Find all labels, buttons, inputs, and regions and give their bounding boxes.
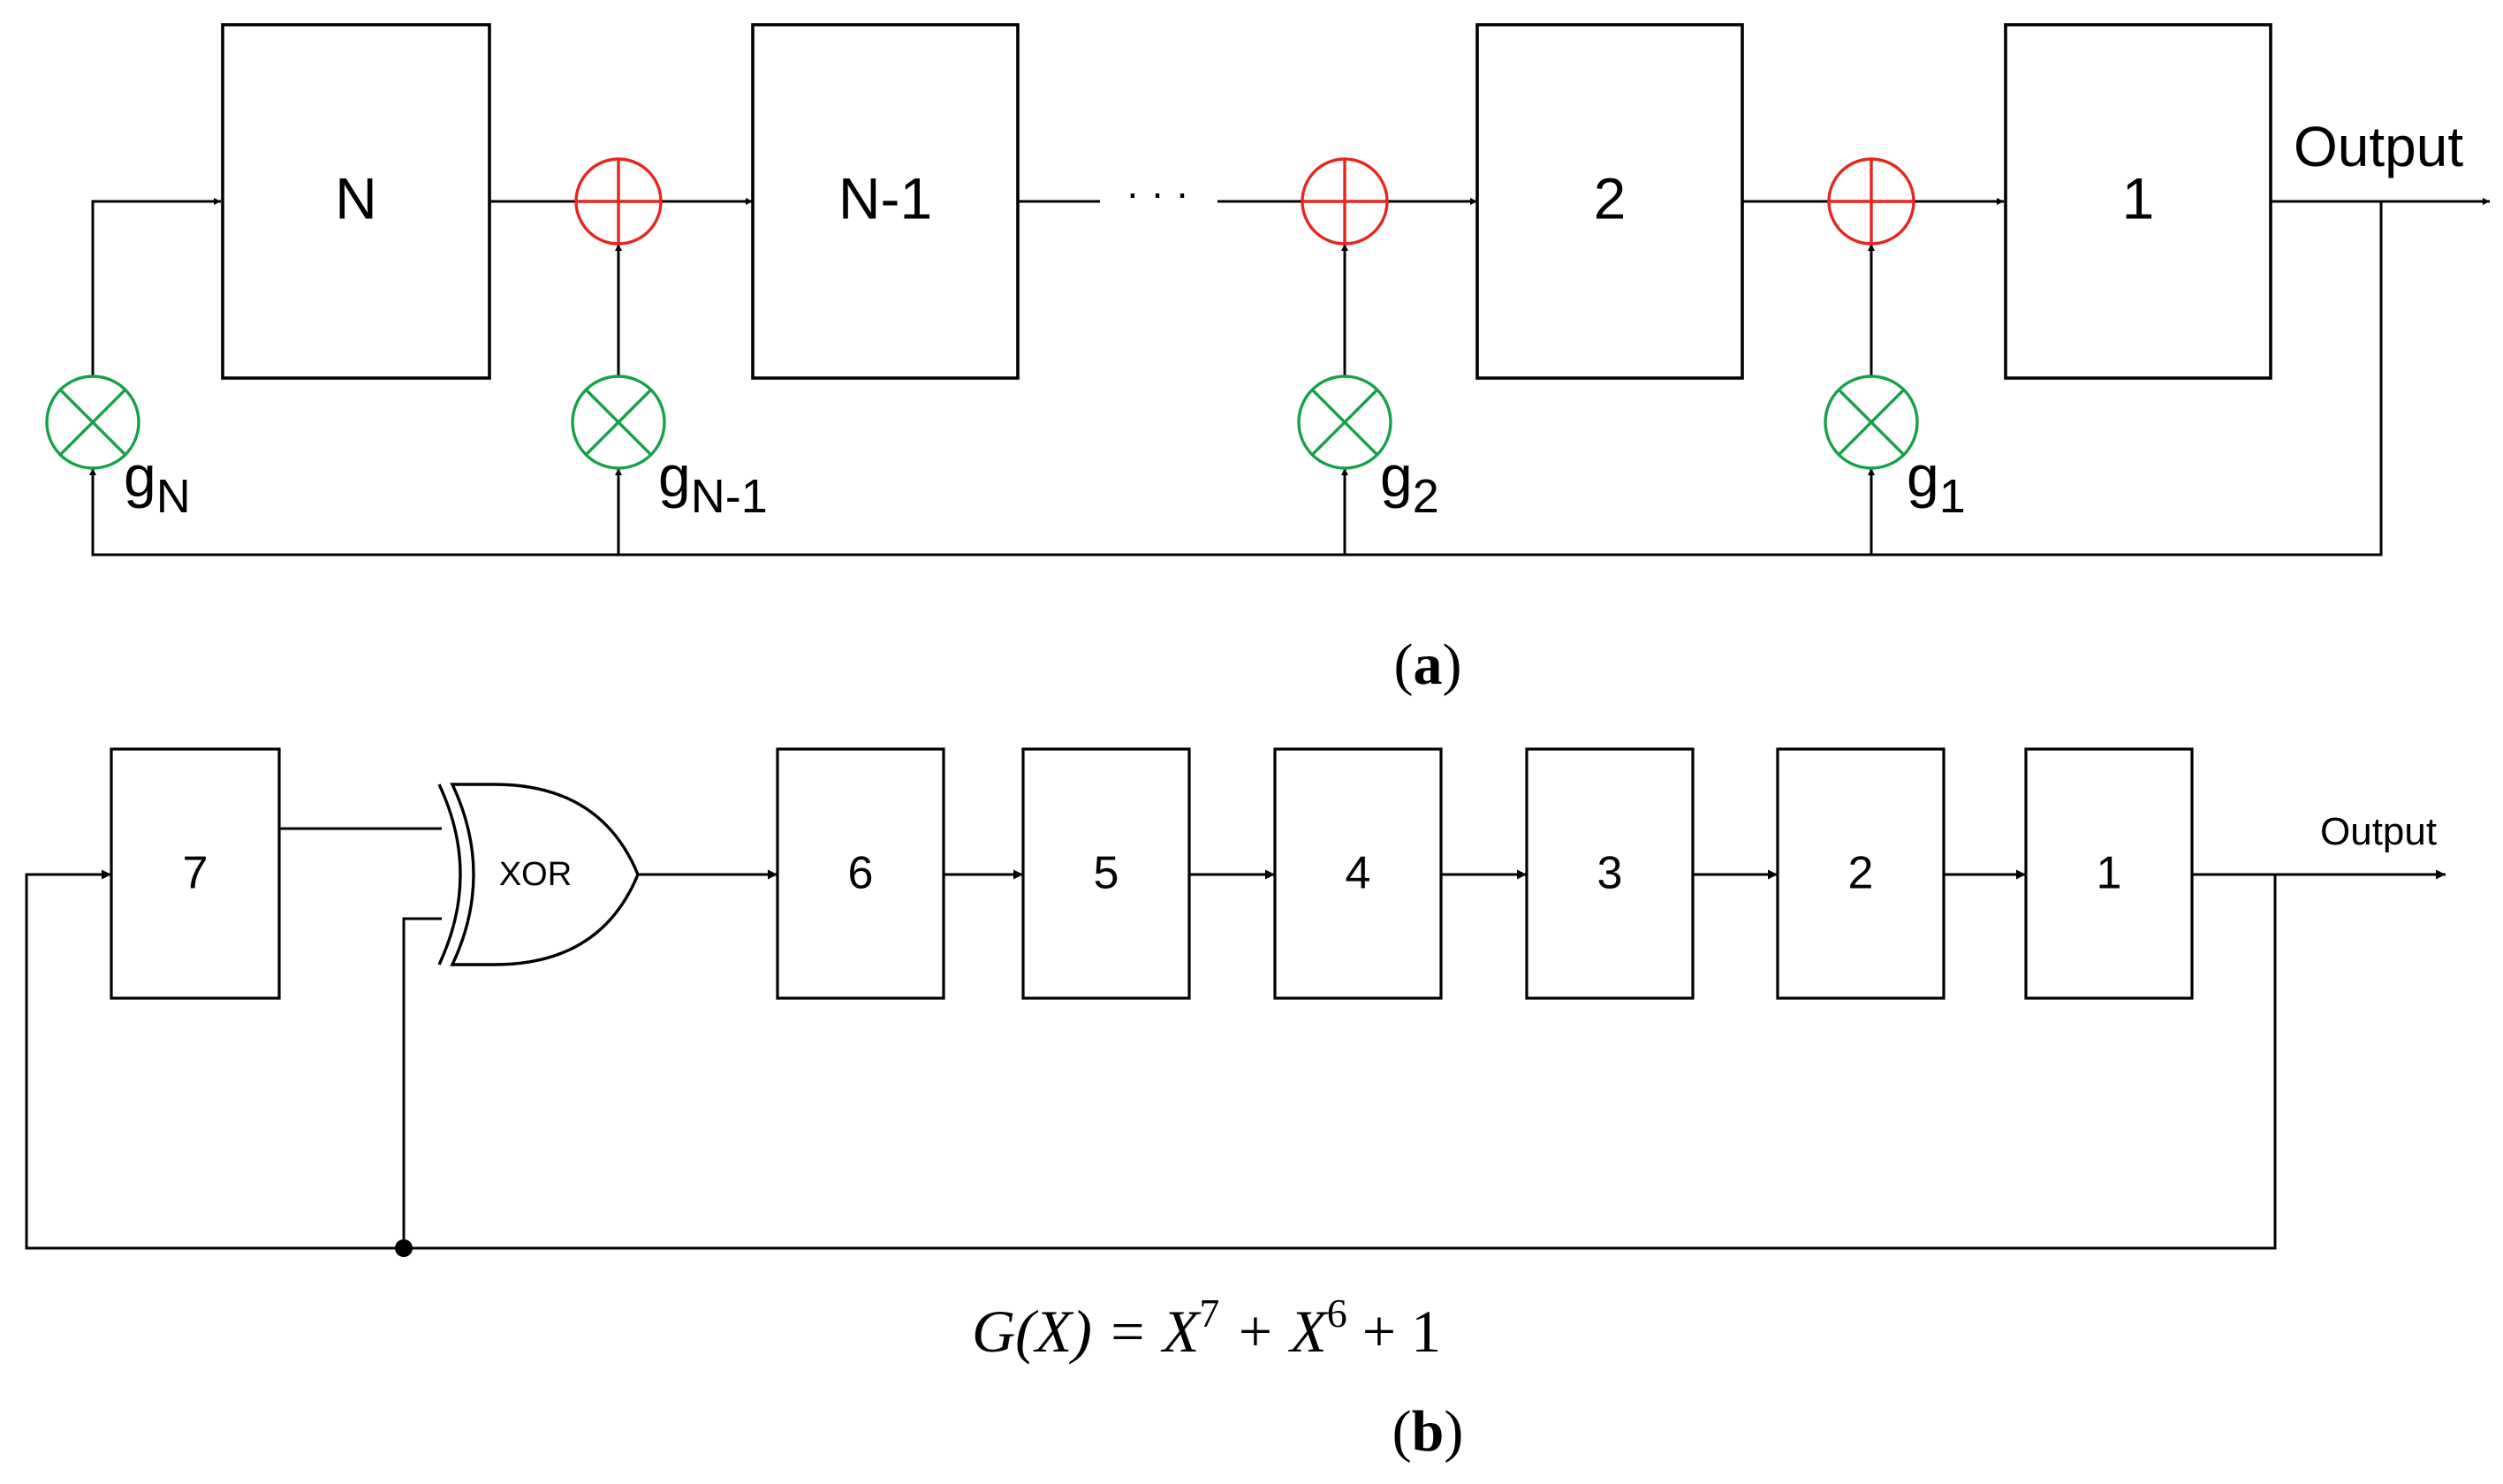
register-label-2: 2 (1848, 848, 1874, 899)
stage-label-n-1: N-1 (838, 165, 932, 231)
panel-a-wires (89, 198, 2490, 556)
coefficient-label-gn-1: gN-1 (658, 443, 768, 523)
register-label-7: 7 (183, 848, 209, 899)
register-label-5: 5 (1094, 848, 1119, 899)
stage-label-n: N (335, 165, 377, 231)
stage-label-1: 1 (2122, 165, 2155, 231)
stage-box-n: N (221, 23, 491, 380)
register-7: 7 (110, 747, 281, 1000)
ellipsis: · · · (1126, 170, 1189, 216)
junction-dot (395, 1239, 413, 1257)
register-4: 4 (1273, 747, 1443, 1000)
multiplier-icon (1297, 375, 1392, 470)
output-label-a: Output (2294, 115, 2463, 178)
caption-b: (b) (1392, 1399, 1464, 1464)
register-label-4: 4 (1346, 848, 1371, 899)
output-label-b: Output (2320, 810, 2437, 853)
stage-label-2: 2 (1594, 165, 1627, 231)
panel-a: N N-1 2 1 · · · (45, 23, 2490, 697)
adder-icon (574, 157, 663, 246)
caption-a: (a) (1394, 632, 1462, 697)
panel-b: XOR 7 6 5 4 3 2 1 Outpu (25, 747, 2446, 1464)
coefficient-label-gn: gN (124, 443, 191, 523)
polynomial-equation: G(X) = X7 + X6 + 1 (972, 1291, 1441, 1365)
xor-label: XOR (499, 856, 572, 893)
register-label-1: 1 (2097, 848, 2122, 899)
stage-box-n-1: N-1 (751, 23, 1020, 380)
stage-box-2: 2 (1475, 23, 1744, 380)
xor-gate: XOR (437, 783, 640, 966)
register-6: 6 (776, 747, 945, 1000)
register-label-6: 6 (848, 848, 874, 899)
register-1: 1 (2024, 747, 2194, 1000)
coefficient-label-g1: g1 (1907, 443, 1966, 523)
coefficient-label-g2: g2 (1380, 443, 1439, 523)
multiplier-icon (571, 375, 666, 470)
adder-icon (1301, 157, 1389, 246)
register-3: 3 (1525, 747, 1695, 1000)
panel-b-wires (25, 827, 2446, 1257)
multiplier-icon (1824, 375, 1919, 470)
stage-box-1: 1 (2004, 23, 2272, 380)
adder-icon (1827, 157, 1915, 246)
register-5: 5 (1021, 747, 1191, 1000)
multiplier-icon (45, 375, 140, 470)
register-2: 2 (1776, 747, 1946, 1000)
register-label-3: 3 (1597, 848, 1623, 899)
